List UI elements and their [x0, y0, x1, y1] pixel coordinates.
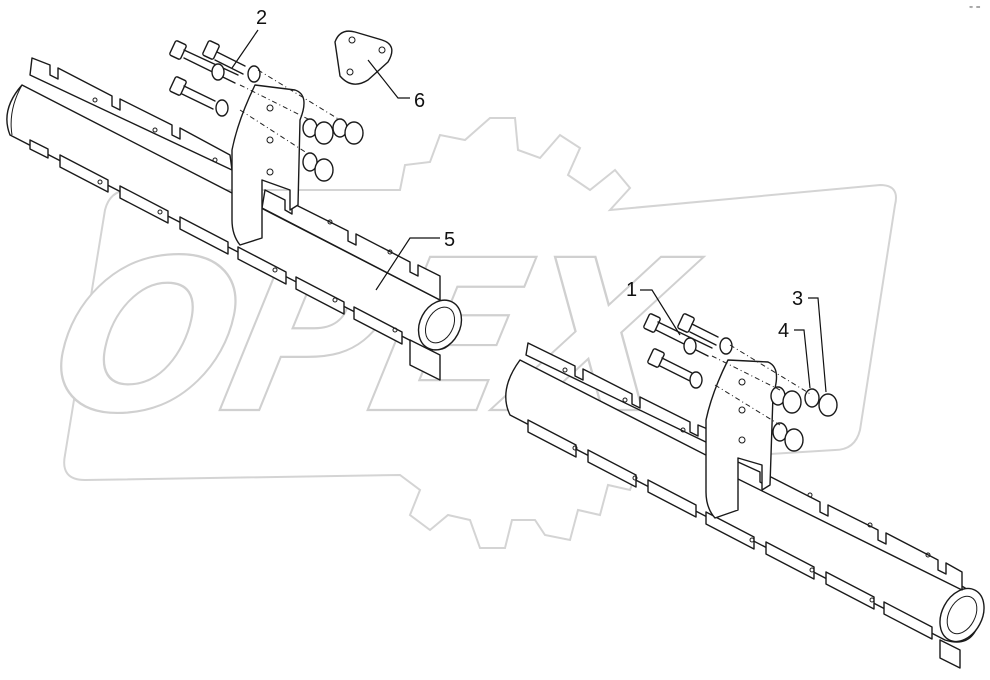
left-bottom-tabs [29, 139, 441, 381]
left-assembly [6, 30, 463, 381]
callouts: 2 6 5 1 3 4 [231, 7, 827, 393]
right-bottom-tabs [527, 419, 961, 669]
right-bracket [705, 359, 778, 519]
left-bracket [231, 84, 305, 246]
left-top-flange [29, 57, 233, 171]
right-bolts [643, 313, 733, 389]
corner-mark: ≈ ═ [969, 4, 980, 11]
callout-1: 1 [626, 279, 637, 301]
callout-2: 2 [256, 7, 267, 29]
left-bolts [169, 40, 261, 117]
callout-6: 6 [414, 90, 425, 112]
right-nuts [770, 386, 838, 452]
left-top-flange-2 [261, 189, 441, 301]
left-tube-end [417, 299, 463, 351]
right-assembly [505, 313, 985, 669]
left-nuts [302, 118, 364, 182]
callout-5: 5 [444, 229, 455, 251]
callout-3: 3 [792, 288, 803, 310]
right-tube-end [939, 587, 985, 643]
callout-4: 4 [778, 320, 789, 342]
part-6-plate [334, 30, 393, 85]
